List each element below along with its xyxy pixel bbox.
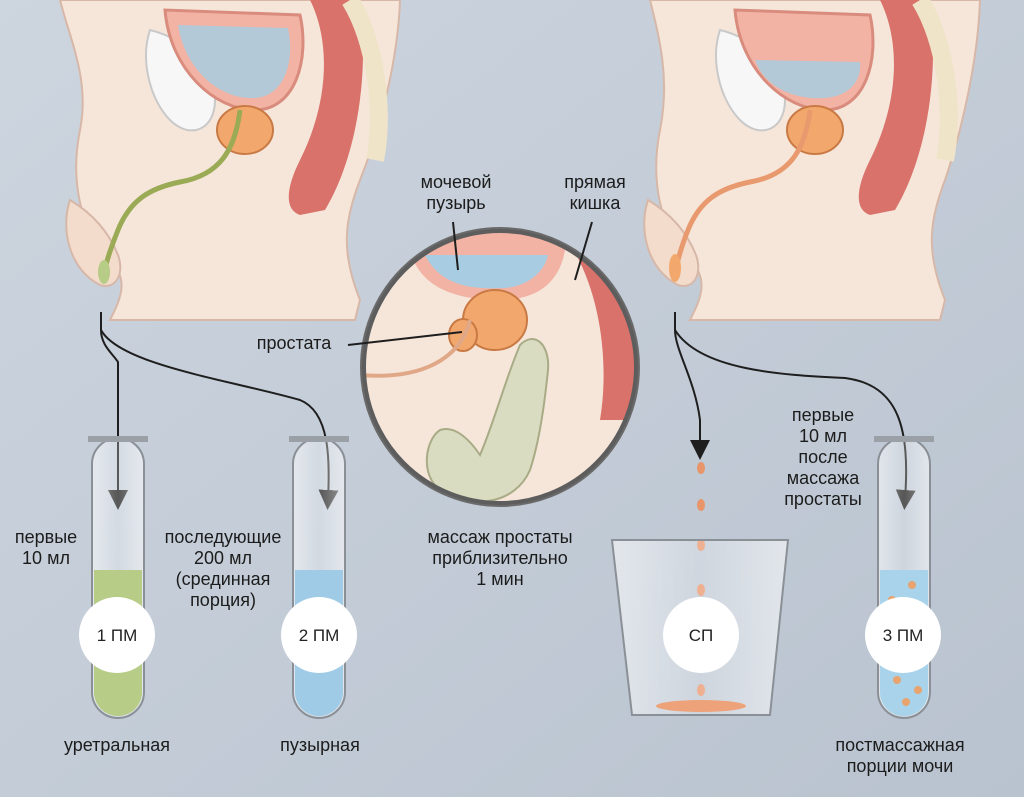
svg-text:СП: СП xyxy=(689,626,714,645)
sample-badge-pm1: 1 ПМ xyxy=(79,597,155,673)
svg-text:1 ПМ: 1 ПМ xyxy=(97,626,138,645)
svg-text:2 ПМ: 2 ПМ xyxy=(299,626,340,645)
left-anatomy xyxy=(58,0,402,321)
prostate-label: простата xyxy=(256,333,332,353)
bladder-portion-label: пузырная xyxy=(280,735,360,755)
svg-text:3 ПМ: 3 ПМ xyxy=(883,626,924,645)
urethral-label: уретральная xyxy=(63,735,171,755)
tube-1 xyxy=(88,436,148,719)
prostate-massage-magnifier xyxy=(360,227,640,507)
tube-2 xyxy=(289,436,349,719)
right-anatomy xyxy=(643,0,982,321)
sample-badge-pm2: 2 ПМ xyxy=(281,597,357,673)
sample-badge-sp: СП xyxy=(663,597,739,673)
tube-3 xyxy=(874,436,934,719)
sample-badge-pm3: 3 ПМ xyxy=(865,597,941,673)
